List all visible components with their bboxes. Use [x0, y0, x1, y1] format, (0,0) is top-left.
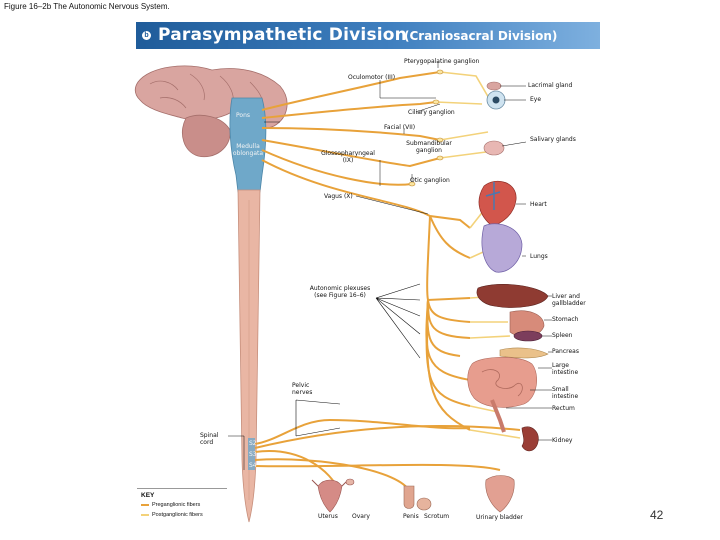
label-pterygopalatine-ganglion: Pterygopalatine ganglion [404, 58, 480, 65]
legend-item-postganglionic: Postganglionic fibers [141, 512, 203, 518]
label-spleen: Spleen [552, 332, 573, 339]
legend-label-preganglionic: Preganglionic fibers [152, 502, 201, 508]
label-liver-gallbladder: Liver and gallbladder [552, 293, 586, 307]
uterus-illustration [317, 479, 343, 513]
rectum-illustration [490, 399, 506, 433]
label-pelvic-nerves: Pelvic nerves [292, 382, 313, 396]
label-rectum: Rectum [552, 405, 575, 412]
label-ciliary-ganglion: Ciliary ganglion [408, 109, 455, 116]
ovary-illustration [345, 478, 355, 486]
urinary-bladder-illustration [485, 475, 515, 513]
label-oculomotor: Oculomotor (III) [348, 74, 396, 81]
legend-title: KEY [141, 492, 155, 499]
label-glossopharyngeal: Glossopharyngeal (IX) [321, 150, 375, 164]
label-pons: Pons [236, 112, 251, 119]
label-salivary-glands: Salivary glands [530, 136, 576, 143]
label-lungs: Lungs [530, 253, 548, 260]
legend-label-postganglionic: Postganglionic fibers [152, 512, 203, 518]
label-facial: Facial (VII) [384, 124, 416, 131]
kidney-illustration [521, 426, 539, 452]
label-medulla-oblongata: Medulla oblongata [232, 143, 264, 157]
postganglionic-swatch [141, 513, 149, 516]
label-small-intestine: Small intestine [552, 386, 579, 400]
title-bar: b Parasympathetic Division (Craniosacral… [136, 22, 600, 49]
lacrimal-gland-illustration [486, 81, 502, 91]
preganglionic-swatch [141, 503, 149, 506]
scrotum-illustration [416, 497, 432, 511]
spleen-illustration [513, 330, 543, 342]
label-large-intestine: Large intestine [552, 362, 579, 376]
salivary-glands-illustration [483, 140, 505, 156]
label-eye: Eye [530, 96, 542, 103]
lungs-illustration [481, 223, 523, 273]
label-urinary-bladder: Urinary bladder [476, 514, 523, 521]
label-spinal-cord: Spinal cord [200, 432, 219, 446]
intestines-illustration [467, 356, 537, 408]
label-vagus: Vagus (X) [324, 193, 353, 200]
cerebellum-illustration [182, 114, 231, 158]
label-penis: Penis [403, 513, 419, 520]
label-s2: S2 [249, 440, 257, 447]
legend: KEY Preganglionic fibers Postganglionic … [137, 488, 227, 521]
label-autonomic-plexuses: Autonomic plexuses (see Figure 16–6) [309, 285, 371, 299]
label-submandibular-ganglion: Submandibular ganglion [406, 140, 452, 154]
legend-item-preganglionic: Preganglionic fibers [141, 502, 200, 508]
penis-illustration [403, 485, 415, 509]
page-subtitle: (Craniosacral Division) [404, 29, 558, 43]
pancreas-illustration [499, 347, 549, 359]
label-otic-ganglion: Otic ganglion [410, 177, 450, 184]
label-pancreas: Pancreas [552, 348, 579, 355]
label-lacrimal-gland: Lacrimal gland [528, 82, 573, 89]
label-ovary: Ovary [352, 513, 370, 520]
heart-illustration [478, 180, 517, 227]
liver-illustration [476, 283, 549, 308]
label-s3: S3 [249, 451, 257, 458]
page-number: 42 [650, 508, 664, 522]
label-scrotum: Scrotum [424, 513, 450, 520]
figure-caption: Figure 16–2b The Autonomic Nervous Syste… [4, 2, 170, 11]
label-heart: Heart [530, 201, 547, 208]
label-uterus: Uterus [318, 513, 338, 520]
label-stomach: Stomach [552, 316, 579, 323]
panel-badge: b [142, 31, 151, 40]
label-s4: S4 [249, 462, 257, 469]
label-kidney: Kidney [552, 437, 573, 444]
page-title: Parasympathetic Division [158, 25, 407, 45]
